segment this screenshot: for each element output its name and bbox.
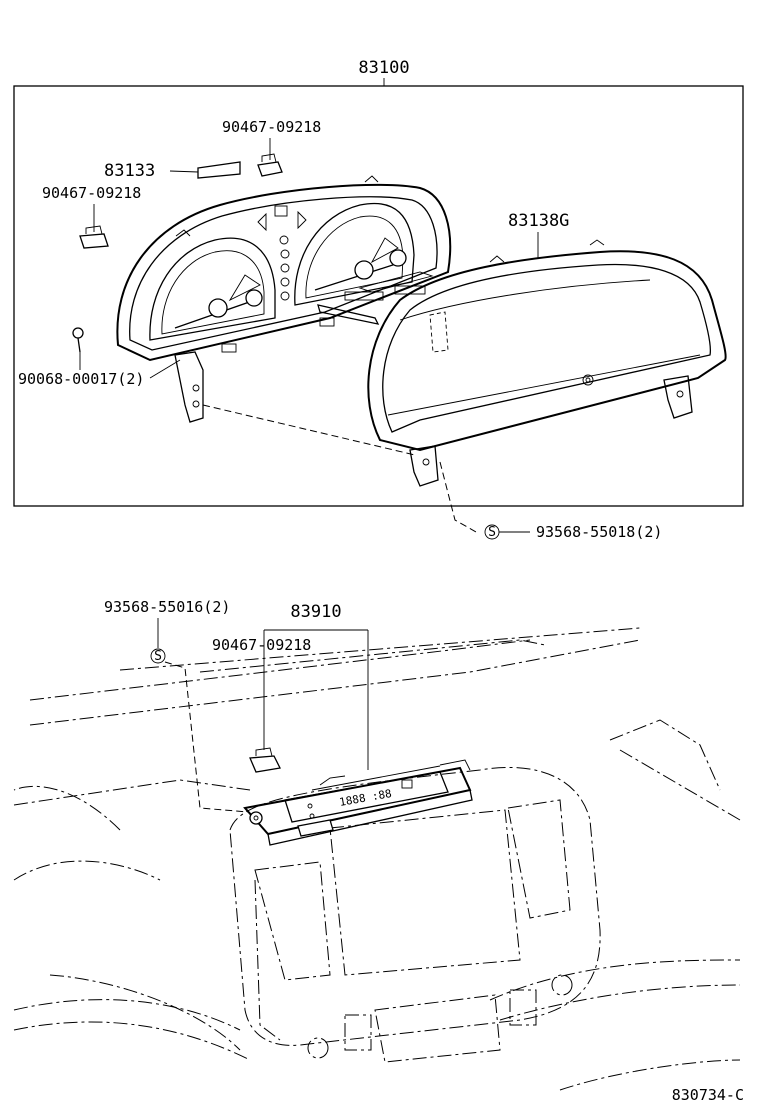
- part-93568-55016-label: 93568-55016(2): [104, 598, 230, 616]
- assembly-83100-label: 83100: [358, 58, 409, 78]
- svg-text:S: S: [154, 649, 162, 664]
- clip-left-icon: [79, 225, 109, 249]
- clip-top-icon: [257, 153, 283, 177]
- bolt-symbol-bottom: [150, 648, 166, 664]
- clock-display-unit: 1888 :88: [243, 759, 473, 846]
- center-console: [229, 766, 601, 1063]
- dashboard-outline: [13, 627, 741, 1091]
- label-plate-83133: [197, 161, 241, 179]
- part-90467-09218-bottom-label: 90467-09218: [212, 636, 311, 654]
- clip-bottom-icon: [249, 747, 281, 773]
- part-83910-label: 83910: [290, 602, 341, 622]
- screw-icon: [72, 327, 84, 353]
- assembly-83100-frame: [13, 85, 744, 507]
- part-93568-55018-label: 93568-55018(2): [536, 523, 662, 541]
- part-83138G-label: 83138G: [508, 211, 569, 231]
- part-90467-09218-top-label: 90467-09218: [222, 118, 321, 136]
- part-83133-label: 83133: [104, 161, 155, 181]
- part-90068-00017-label: 90068-00017(2): [18, 370, 144, 388]
- part-90467-09218-left-label: 90467-09218: [42, 184, 141, 202]
- svg-text:S: S: [488, 525, 496, 540]
- clock-display-text: 1888 :88: [338, 787, 392, 809]
- lens-83138G: [367, 239, 727, 487]
- figure-id: 830734-C: [672, 1086, 744, 1104]
- meter-cluster: [116, 175, 452, 423]
